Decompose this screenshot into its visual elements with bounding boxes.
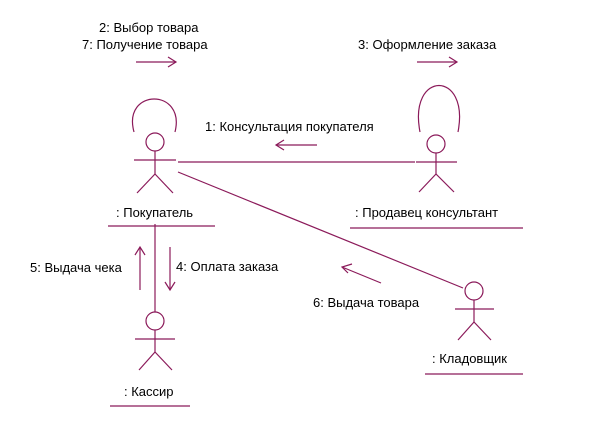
link-buyer-storekeeper bbox=[177, 171, 464, 289]
message-label-1: 1: Консультация покупателя bbox=[205, 119, 374, 134]
arrow-message-1 bbox=[274, 139, 317, 151]
arrow-message-3 bbox=[417, 56, 459, 68]
message-label-4: 4: Оплата заказа bbox=[176, 259, 279, 274]
actor-leg-left bbox=[136, 173, 156, 194]
actor-leg-right bbox=[154, 173, 174, 194]
actor-label-cashier: : Кассир bbox=[124, 384, 174, 399]
actor-leg-right bbox=[435, 173, 455, 193]
message-label-2: 2: Выбор товара bbox=[99, 20, 199, 35]
actor-cashier[interactable] bbox=[135, 311, 175, 371]
actor-head bbox=[145, 311, 165, 331]
actor-leg-right bbox=[473, 321, 492, 341]
message-label-5: 5: Выдача чека bbox=[30, 260, 123, 275]
actor-label-storekeeper: : Кладовщик bbox=[432, 351, 507, 366]
self-loop-buyer bbox=[131, 98, 177, 133]
arrow-message-4 bbox=[164, 247, 176, 292]
message-label-3: 3: Оформление заказа bbox=[358, 37, 497, 52]
actor-buyer[interactable] bbox=[134, 132, 176, 194]
arrow-message-5 bbox=[134, 245, 146, 290]
actor-label-buyer: : Покупатель bbox=[116, 205, 193, 220]
actor-head bbox=[145, 132, 165, 152]
arrow-message-2-7 bbox=[136, 56, 178, 68]
actor-leg-left bbox=[138, 351, 156, 371]
actor-storekeeper[interactable] bbox=[455, 281, 494, 341]
actor-leg-left bbox=[418, 173, 437, 193]
arrow-message-6 bbox=[340, 263, 382, 284]
actor-head bbox=[464, 281, 484, 301]
actor-leg-right bbox=[154, 351, 173, 371]
actor-seller-consultant[interactable] bbox=[416, 134, 457, 193]
self-loop-seller bbox=[417, 84, 461, 133]
message-label-7: 7: Получение товара bbox=[82, 37, 208, 52]
actor-leg-left bbox=[457, 321, 475, 341]
actor-head bbox=[426, 134, 446, 154]
message-label-6: 6: Выдача товара bbox=[313, 295, 420, 310]
actor-label-seller: : Продавец консультант bbox=[355, 205, 498, 220]
